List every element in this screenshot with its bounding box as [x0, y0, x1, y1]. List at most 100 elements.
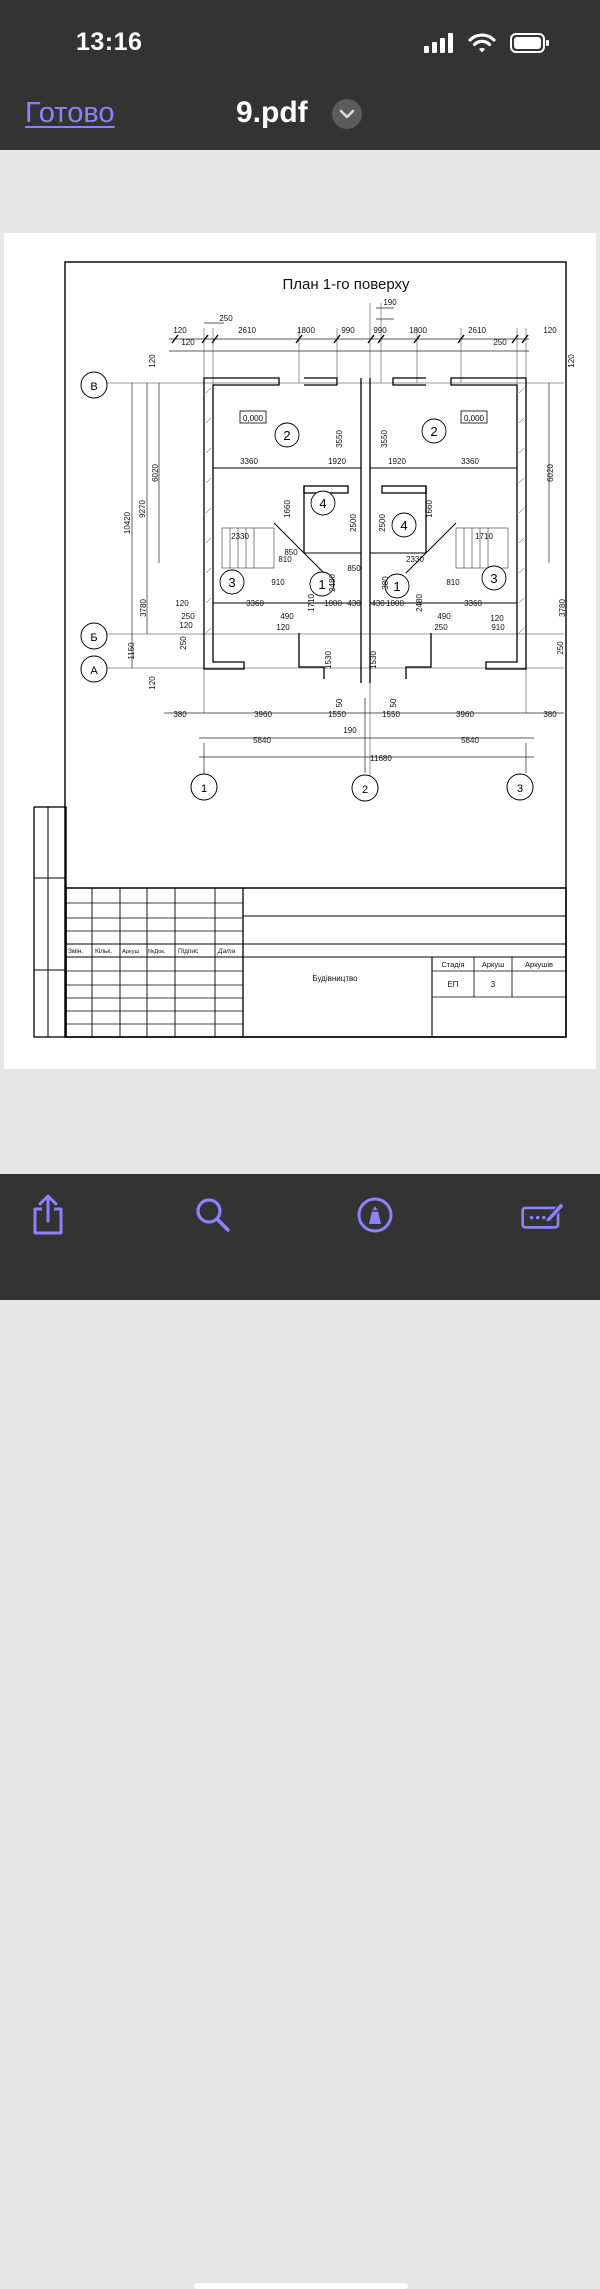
grid-axis-rows: В Б А: [80, 371, 108, 683]
dimension-label: 2610: [238, 326, 256, 335]
dimension-label: 3780: [139, 599, 148, 617]
axis-label-row: Б: [90, 632, 97, 644]
dimension-label: 3960: [456, 710, 474, 719]
dimension-label: 6020: [546, 464, 555, 482]
dimension-label: 2500: [349, 514, 358, 532]
tb-col-header: Кільк.: [95, 947, 112, 955]
dimension-label: 3550: [380, 430, 389, 448]
axis-label-column: 1: [201, 783, 207, 795]
pdf-viewer[interactable]: План 1-го поверху: [0, 150, 600, 1174]
tb-stage-label: Стадія: [441, 960, 464, 969]
dimension-label: 2500: [378, 514, 387, 532]
markup-button[interactable]: [352, 1192, 398, 1238]
done-button[interactable]: Готово: [25, 97, 115, 129]
dimension-label: 120: [543, 326, 557, 335]
dimension-label: 120: [148, 676, 157, 690]
dimension-label: 3960: [254, 710, 272, 719]
annotate-button[interactable]: [520, 1192, 566, 1238]
room-marker: [274, 422, 300, 448]
room-number: 3: [228, 575, 235, 590]
pdf-page: План 1-го поверху: [4, 233, 596, 1069]
dimension-label: 5840: [461, 736, 479, 745]
dimension-label: 10420: [123, 511, 132, 534]
room-number: 4: [319, 496, 326, 511]
status-time: 13:16: [76, 28, 143, 56]
dimension-label: 2480: [328, 574, 337, 592]
dimension-label: 9270: [138, 500, 147, 518]
dimension-label: 990: [373, 326, 387, 335]
dimension-label: 3550: [335, 430, 344, 448]
dimension-label: 380: [543, 710, 557, 719]
dimension-label: 1530: [324, 651, 333, 669]
dimension-label: 3360: [464, 599, 482, 608]
dimension-label: 910: [271, 578, 285, 587]
dimension-label: 120: [567, 354, 576, 368]
tb-sheets-label: Аркушів: [525, 960, 553, 969]
floor-plan-drawing: План 1-го поверху: [33, 261, 576, 1038]
wifi-icon: [468, 33, 496, 53]
dimension-label: 1920: [388, 457, 406, 466]
status-bar: 13:16: [0, 0, 600, 88]
annotate-icon: [521, 1201, 565, 1229]
dimension-label: 1800: [409, 326, 427, 335]
tb-sheet-label: Аркуш: [482, 960, 504, 969]
dimension-label: 250: [493, 338, 507, 347]
dimension-label: 5840: [253, 736, 271, 745]
dimension-label: 1710: [307, 594, 316, 612]
tb-col-header: Аркуш: [122, 949, 140, 955]
dimension-label: 6020: [151, 464, 160, 482]
search-button[interactable]: [190, 1192, 236, 1238]
dimension-label: 810: [278, 555, 292, 564]
dimension-label: 1000: [386, 599, 404, 608]
dimension-label: 50: [389, 698, 398, 707]
dimension-label: 810: [446, 578, 460, 587]
tb-sheet-value: 3: [491, 980, 496, 989]
dimension-label: 120: [179, 621, 193, 630]
dimension-label: 1530: [369, 651, 378, 669]
dimension-label: 430: [371, 599, 385, 608]
room-number: 1: [318, 577, 325, 592]
tb-col-header: №Док.: [148, 949, 166, 955]
dimension-label: 190: [383, 298, 397, 307]
tb-col-header: Дата: [217, 948, 236, 955]
axis-label-row: А: [90, 665, 98, 677]
dimension-label: 11680: [370, 754, 392, 763]
tb-col-header: Підпис: [178, 947, 199, 955]
search-icon: [196, 1198, 230, 1232]
dimension-label: 50: [335, 698, 344, 707]
dimension-label: 120: [148, 354, 157, 368]
title-menu-button[interactable]: [332, 99, 362, 129]
dimension-label: 850: [284, 548, 298, 557]
dimension-label: 1000: [324, 599, 342, 608]
room-number: 4: [400, 518, 407, 533]
dimension-label: 430: [347, 599, 361, 608]
dimension-label: 190: [343, 726, 357, 735]
dimension-label: 3360: [246, 599, 264, 608]
document-title[interactable]: 9.pdf: [236, 96, 308, 129]
dimension-label: 3360: [461, 457, 479, 466]
dimension-label: 3780: [558, 599, 567, 617]
title-block: [33, 806, 567, 1038]
dimension-label: 910: [491, 623, 505, 632]
share-button[interactable]: [25, 1192, 71, 1238]
bottom-toolbar: [0, 1174, 600, 2289]
dimension-label: 120: [173, 326, 187, 335]
dimension-label: 1920: [328, 457, 346, 466]
tb-col-header: Змін.: [68, 947, 83, 955]
room-marker: [310, 490, 336, 516]
dimension-label: 120: [181, 338, 195, 347]
room-marker: [384, 573, 410, 599]
drawing-title: План 1-го поверху: [282, 276, 410, 293]
dimension-label: 250: [434, 623, 448, 632]
axis-label-column: 3: [517, 783, 523, 795]
room-number: 2: [283, 428, 290, 443]
axis-label-column: 2: [362, 784, 368, 796]
dimension-label: 1150: [127, 642, 136, 660]
dimension-label: 1550: [328, 710, 346, 719]
room-marker: [309, 571, 335, 597]
dimension-label: 3360: [240, 457, 258, 466]
dimension-label: 490: [437, 612, 451, 621]
home-indicator: [194, 2283, 408, 2289]
dimension-label: 250: [556, 641, 565, 655]
tb-subject: Будівництво: [312, 974, 358, 983]
